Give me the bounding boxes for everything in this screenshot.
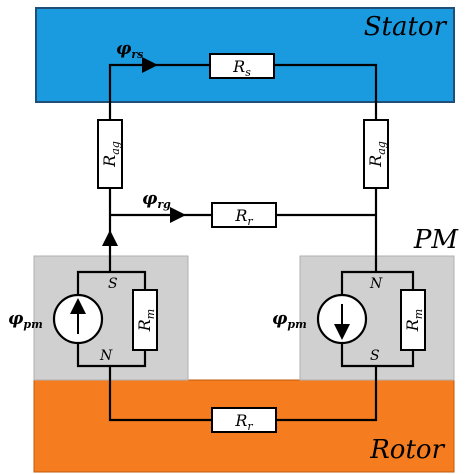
resistor-right-magnet: Rm (400, 289, 426, 351)
resistor-right-airgap-sub: ag (375, 141, 388, 155)
flux-rg-symbol: φ (142, 189, 158, 209)
wire-right-pm-loop-b (340, 344, 376, 368)
wire-left-pm-loop-b (76, 344, 110, 368)
svg-text:Rm: Rm (403, 309, 425, 332)
resistor-left-airgap-sub: ag (109, 141, 122, 155)
resistor-middle-rotor-symbol: R (234, 206, 247, 225)
resistor-right-airgap-symbol: R (366, 155, 385, 168)
svg-text:Rag: Rag (366, 141, 388, 168)
resistor-left-magnet-symbol: R (135, 319, 154, 332)
wire-right-pm-loop-r (376, 270, 415, 290)
resistor-stator-symbol: R (232, 57, 245, 76)
resistor-right-magnet-sub: m (412, 309, 425, 319)
stator-label: Stator (364, 12, 448, 42)
resistor-left-airgap: Rag (97, 119, 123, 189)
flux-rs-symbol: φ (116, 39, 132, 59)
resistor-left-magnet-sub: m (144, 309, 157, 319)
svg-text:φrs: φrs (116, 39, 143, 61)
flux-pm-left-sub: pm (23, 318, 42, 331)
resistor-stator: Rs (209, 53, 275, 79)
resistor-bottom-rotor: Rr (211, 407, 277, 433)
pole-left-bottom: N (99, 348, 113, 364)
resistor-left-magnet: Rm (132, 289, 158, 351)
flux-pm-left-symbol: φ (8, 309, 24, 329)
wire-right-pm-loop-rb (376, 350, 415, 368)
svg-text:Rm: Rm (135, 309, 157, 332)
resistor-stator-sub: s (245, 66, 251, 79)
resistor-middle-rotor-sub: r (247, 215, 253, 228)
flux-pm-right-symbol: φ (272, 309, 288, 329)
svg-text:φrg: φrg (142, 189, 171, 211)
resistor-bottom-rotor-sub: r (247, 420, 253, 433)
pole-right-bottom: S (370, 348, 380, 364)
wire-right-pm-loop (340, 270, 376, 294)
wires (76, 63, 415, 422)
svg-text:φpm: φpm (272, 309, 307, 331)
svg-text:Rr: Rr (234, 206, 253, 228)
flux-rg-sub: rg (157, 198, 171, 211)
rotor-label: Rotor (369, 435, 445, 465)
resistor-middle-rotor: Rr (211, 202, 277, 228)
resistor-right-airgap: Rag (363, 119, 389, 189)
svg-text:φpm: φpm (8, 309, 43, 331)
wire-left-pm-loop-rb (110, 350, 147, 368)
wire-bottom-right (276, 366, 378, 422)
svg-text:Rs: Rs (232, 57, 251, 79)
flux-rs-sub: rs (131, 48, 143, 61)
wire-top (108, 63, 210, 120)
svg-text:Rr: Rr (234, 411, 253, 433)
flux-source-right (316, 293, 368, 345)
resistor-bottom-rotor-symbol: R (234, 411, 247, 430)
flux-source-left (52, 293, 104, 345)
svg-text:Rag: Rag (100, 141, 122, 168)
pm-label: PM (413, 225, 459, 255)
wire-bottom-left (108, 366, 212, 422)
pole-left-top: S (108, 276, 118, 292)
wire-top-right (274, 63, 378, 120)
resistor-left-airgap-symbol: R (100, 155, 119, 168)
flux-pm-right-sub: pm (287, 318, 306, 331)
wire-left-pm-loop (76, 270, 110, 294)
pole-right-top: N (369, 276, 383, 292)
wire-left-pm-loop-r (110, 270, 147, 290)
resistor-right-magnet-symbol: R (403, 319, 422, 332)
